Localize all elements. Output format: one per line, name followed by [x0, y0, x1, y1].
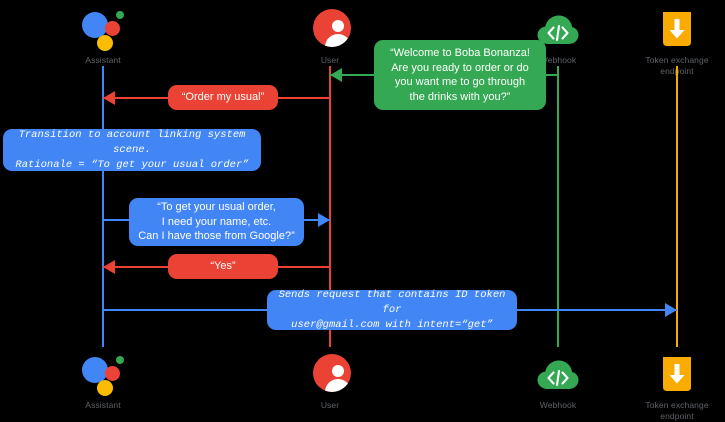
message-text-m4: “To get your usual order, I need your na… [138, 201, 295, 243]
lifeline-assistant [102, 66, 104, 347]
assistant-yellow-dot-icon [97, 35, 113, 51]
arrow-head-m6 [665, 303, 677, 317]
cloud-code-icon [535, 351, 581, 397]
user-silhouette-icon [313, 9, 351, 47]
actor-label-webhook: Webhook [539, 400, 577, 410]
webhook-cloud-icon [537, 359, 579, 396]
actor-assistant-bottom: Assistant [43, 351, 163, 411]
message-text-m3: Transition to account linking system sce… [15, 128, 249, 171]
actor-label-token_endpoint: Token exchange endpoint [645, 400, 709, 421]
actor-user-bottom: User [270, 351, 390, 411]
google-assistant-icon [80, 351, 126, 397]
message-bubble-m5: “Yes” [168, 254, 278, 279]
actor-user-top: User [270, 6, 390, 66]
arrow-head-m5 [103, 260, 115, 274]
assistant-red-dot-icon [105, 21, 120, 36]
lifeline-token_endpoint [676, 66, 678, 347]
assistant-blue-dot-icon [82, 357, 108, 383]
message-text-m6: Sends request that contains ID token for… [278, 288, 506, 331]
actor-token_endpoint-bottom: Token exchange endpoint [617, 351, 725, 422]
message-text-m5: “Yes” [210, 260, 236, 273]
cloud-code-icon [535, 6, 581, 52]
lifeline-user [329, 66, 331, 347]
message-bubble-m3: Transition to account linking system sce… [3, 129, 261, 171]
user-avatar-icon [307, 351, 353, 397]
assistant-green-dot-icon [116, 356, 124, 364]
actor-token_endpoint-top: Token exchange endpoint [617, 6, 725, 77]
actor-label-assistant: Assistant [85, 400, 121, 410]
actor-label-user: User [320, 55, 340, 65]
message-bubble-m2: “Order my usual” [168, 85, 278, 110]
google-assistant-icon [80, 6, 126, 52]
message-bubble-m4: “To get your usual order, I need your na… [129, 198, 304, 246]
actor-webhook-bottom: Webhook [498, 351, 618, 411]
actor-label-assistant: Assistant [85, 55, 121, 65]
user-silhouette-icon [313, 354, 351, 392]
lifeline-webhook [557, 66, 559, 347]
arrow-head-m1 [330, 68, 342, 82]
arrow-head-m4 [318, 213, 330, 227]
assistant-blue-dot-icon [82, 12, 108, 38]
assistant-green-dot-icon [116, 11, 124, 19]
actor-label-webhook: Webhook [539, 55, 577, 65]
message-bubble-m6: Sends request that contains ID token for… [267, 288, 517, 331]
webhook-cloud-icon [537, 14, 579, 51]
actor-webhook-top: Webhook [498, 6, 618, 66]
user-avatar-icon [307, 6, 353, 52]
assistant-yellow-dot-icon [97, 380, 113, 396]
assistant-red-dot-icon [105, 366, 120, 381]
message-text-m1: “Welcome to Boba Bonanza! Are you ready … [390, 47, 530, 103]
message-text-m2: “Order my usual” [181, 91, 265, 104]
arrow-head-m2 [103, 91, 115, 105]
download-box-icon [654, 351, 700, 397]
actor-label-user: User [320, 400, 340, 410]
message-bubble-m1: “Welcome to Boba Bonanza! Are you ready … [374, 40, 546, 110]
actor-assistant-top: Assistant [43, 6, 163, 66]
download-box-icon [654, 6, 700, 52]
actor-label-token_endpoint: Token exchange endpoint [645, 55, 709, 76]
